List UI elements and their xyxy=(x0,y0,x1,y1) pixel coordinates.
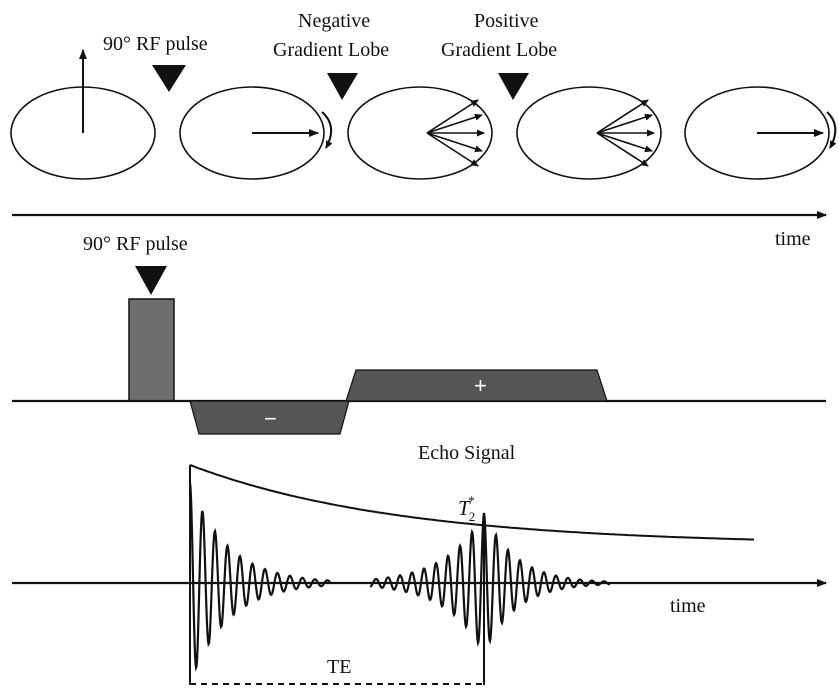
negative-gradient-lobe xyxy=(189,400,350,435)
gradient-echo-signal xyxy=(369,512,611,647)
positive-label-line1: Positive xyxy=(474,10,539,32)
rephasing-rotation-arrow xyxy=(826,111,837,149)
spin-state-1 xyxy=(10,49,156,180)
positive-label-line2: Gradient Lobe xyxy=(441,39,557,61)
rf-pulse-marker-mid xyxy=(135,266,167,295)
spin-state-4 xyxy=(516,86,662,180)
rf-pulse-label-top: 90° RF pulse xyxy=(103,33,208,55)
refocusing-spins xyxy=(596,99,655,167)
dephasing-rotation-arrow xyxy=(321,111,333,149)
te-label: TE xyxy=(327,656,351,678)
spin-state-5 xyxy=(684,86,837,180)
rf-pulse-marker-top xyxy=(152,65,186,92)
positive-lobe-marker xyxy=(498,73,529,100)
negative-label-line1: Negative xyxy=(298,10,370,32)
spin-state-3 xyxy=(347,86,493,180)
negative-lobe-marker xyxy=(327,73,358,100)
spin-state-2 xyxy=(179,86,333,180)
rf-pulse-label-mid: 90° RF pulse xyxy=(83,233,188,255)
time-label-top: time xyxy=(775,228,811,250)
fanned-out-spins xyxy=(426,99,485,167)
positive-lobe-sign: + xyxy=(474,373,487,398)
negative-label-line2: Gradient Lobe xyxy=(273,39,389,61)
t2star-decay-envelope xyxy=(189,464,754,541)
echo-signal-label: Echo Signal xyxy=(418,442,516,464)
fid-signal xyxy=(188,482,331,672)
negative-lobe-sign: − xyxy=(264,406,277,431)
time-label-bottom: time xyxy=(670,595,706,617)
positive-gradient-lobe xyxy=(345,369,608,402)
rf-pulse-block xyxy=(128,298,175,402)
t2star-label: T2* xyxy=(458,493,475,524)
